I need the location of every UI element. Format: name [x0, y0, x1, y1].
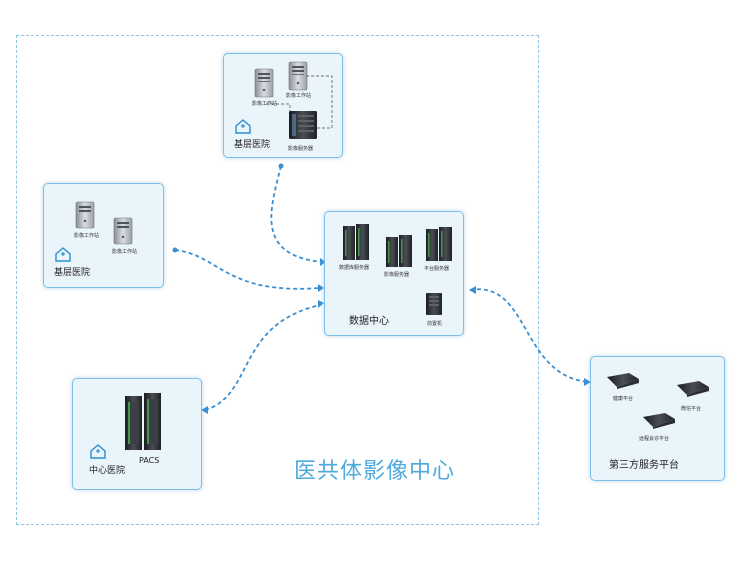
- frontend-machine-icon: [426, 293, 442, 315]
- remote-consult-platform-icon: [643, 413, 675, 429]
- link-arrow: [318, 284, 324, 292]
- workstation-label: 影像工作站: [112, 249, 138, 255]
- wechat-platform-label: 微信平台: [681, 406, 702, 412]
- link-arrow: [318, 300, 324, 308]
- third-party-platform-label: 第三方服务平台: [609, 460, 679, 471]
- pacs-label: PACS: [139, 456, 160, 465]
- hospital-label: 基层医院: [234, 140, 271, 150]
- pacs-server-icon: [125, 393, 161, 450]
- wechat-platform-icon: [677, 381, 709, 397]
- diagram-title: 医共体影像中心: [294, 459, 456, 484]
- link-datacenter-thirdparty: [469, 288, 589, 383]
- hospital-label: 中心医院: [89, 466, 126, 476]
- link-left-hospital-datacenter: [174, 249, 321, 290]
- workstation-label: 影像工作站: [286, 93, 312, 99]
- central-hospital-card: PACS 中心医院: [72, 378, 202, 490]
- remote-consult-platform-label: 远程会诊平台: [639, 436, 670, 442]
- hospital-house-icon: [55, 247, 71, 262]
- workstation-icon: [288, 61, 308, 91]
- link-arrow: [584, 378, 591, 386]
- platform-server-icon: [426, 227, 452, 261]
- third-party-platform-card: 健康平台 微信平台 远程会诊平台 第三方服务平台: [590, 356, 725, 481]
- image-server-icon: [289, 111, 317, 139]
- primary-hospital-left-card: 影像工作站 影像工作站 基层医院: [43, 183, 164, 288]
- link-dot: [278, 163, 284, 169]
- database-server-label: 数据库服务器: [339, 265, 370, 271]
- frontend-machine-label: 前置机: [427, 321, 443, 327]
- workstation-label: 影像工作站: [74, 233, 100, 239]
- image-server-label: 影像服务器: [288, 146, 314, 152]
- medical-consortium-frame: [16, 35, 539, 525]
- link-arrow: [320, 258, 326, 266]
- link-arrow: [469, 286, 476, 294]
- health-platform-label: 健康平台: [613, 396, 634, 402]
- data-center-card: 数据库服务器 影像服务器 平台服务器 前置机 数据中心: [324, 211, 464, 336]
- hospital-house-icon: [235, 119, 251, 134]
- workstation-label: 影像工作站: [252, 101, 278, 107]
- image-server-label: 影像服务器: [384, 272, 410, 278]
- hospital-label: 基层医院: [54, 268, 91, 278]
- workstation-icon: [75, 201, 95, 229]
- hospital-house-icon: [90, 444, 106, 459]
- platform-server-label: 平台服务器: [424, 266, 450, 272]
- image-server-icon: [386, 235, 412, 267]
- data-center-label: 数据中心: [349, 316, 389, 327]
- link-dot: [172, 247, 178, 253]
- link-top-hospital-datacenter: [270, 165, 323, 263]
- workstation-icon: [113, 217, 133, 245]
- workstation-icon: [254, 68, 274, 98]
- health-platform-icon: [607, 373, 639, 389]
- link-arrow: [201, 406, 208, 414]
- link-central-hospital-datacenter: [204, 304, 321, 411]
- primary-hospital-top-card: 影像工作站 影像工作站 影像服务器 基层医院: [223, 53, 343, 158]
- database-server-icon: [343, 224, 369, 260]
